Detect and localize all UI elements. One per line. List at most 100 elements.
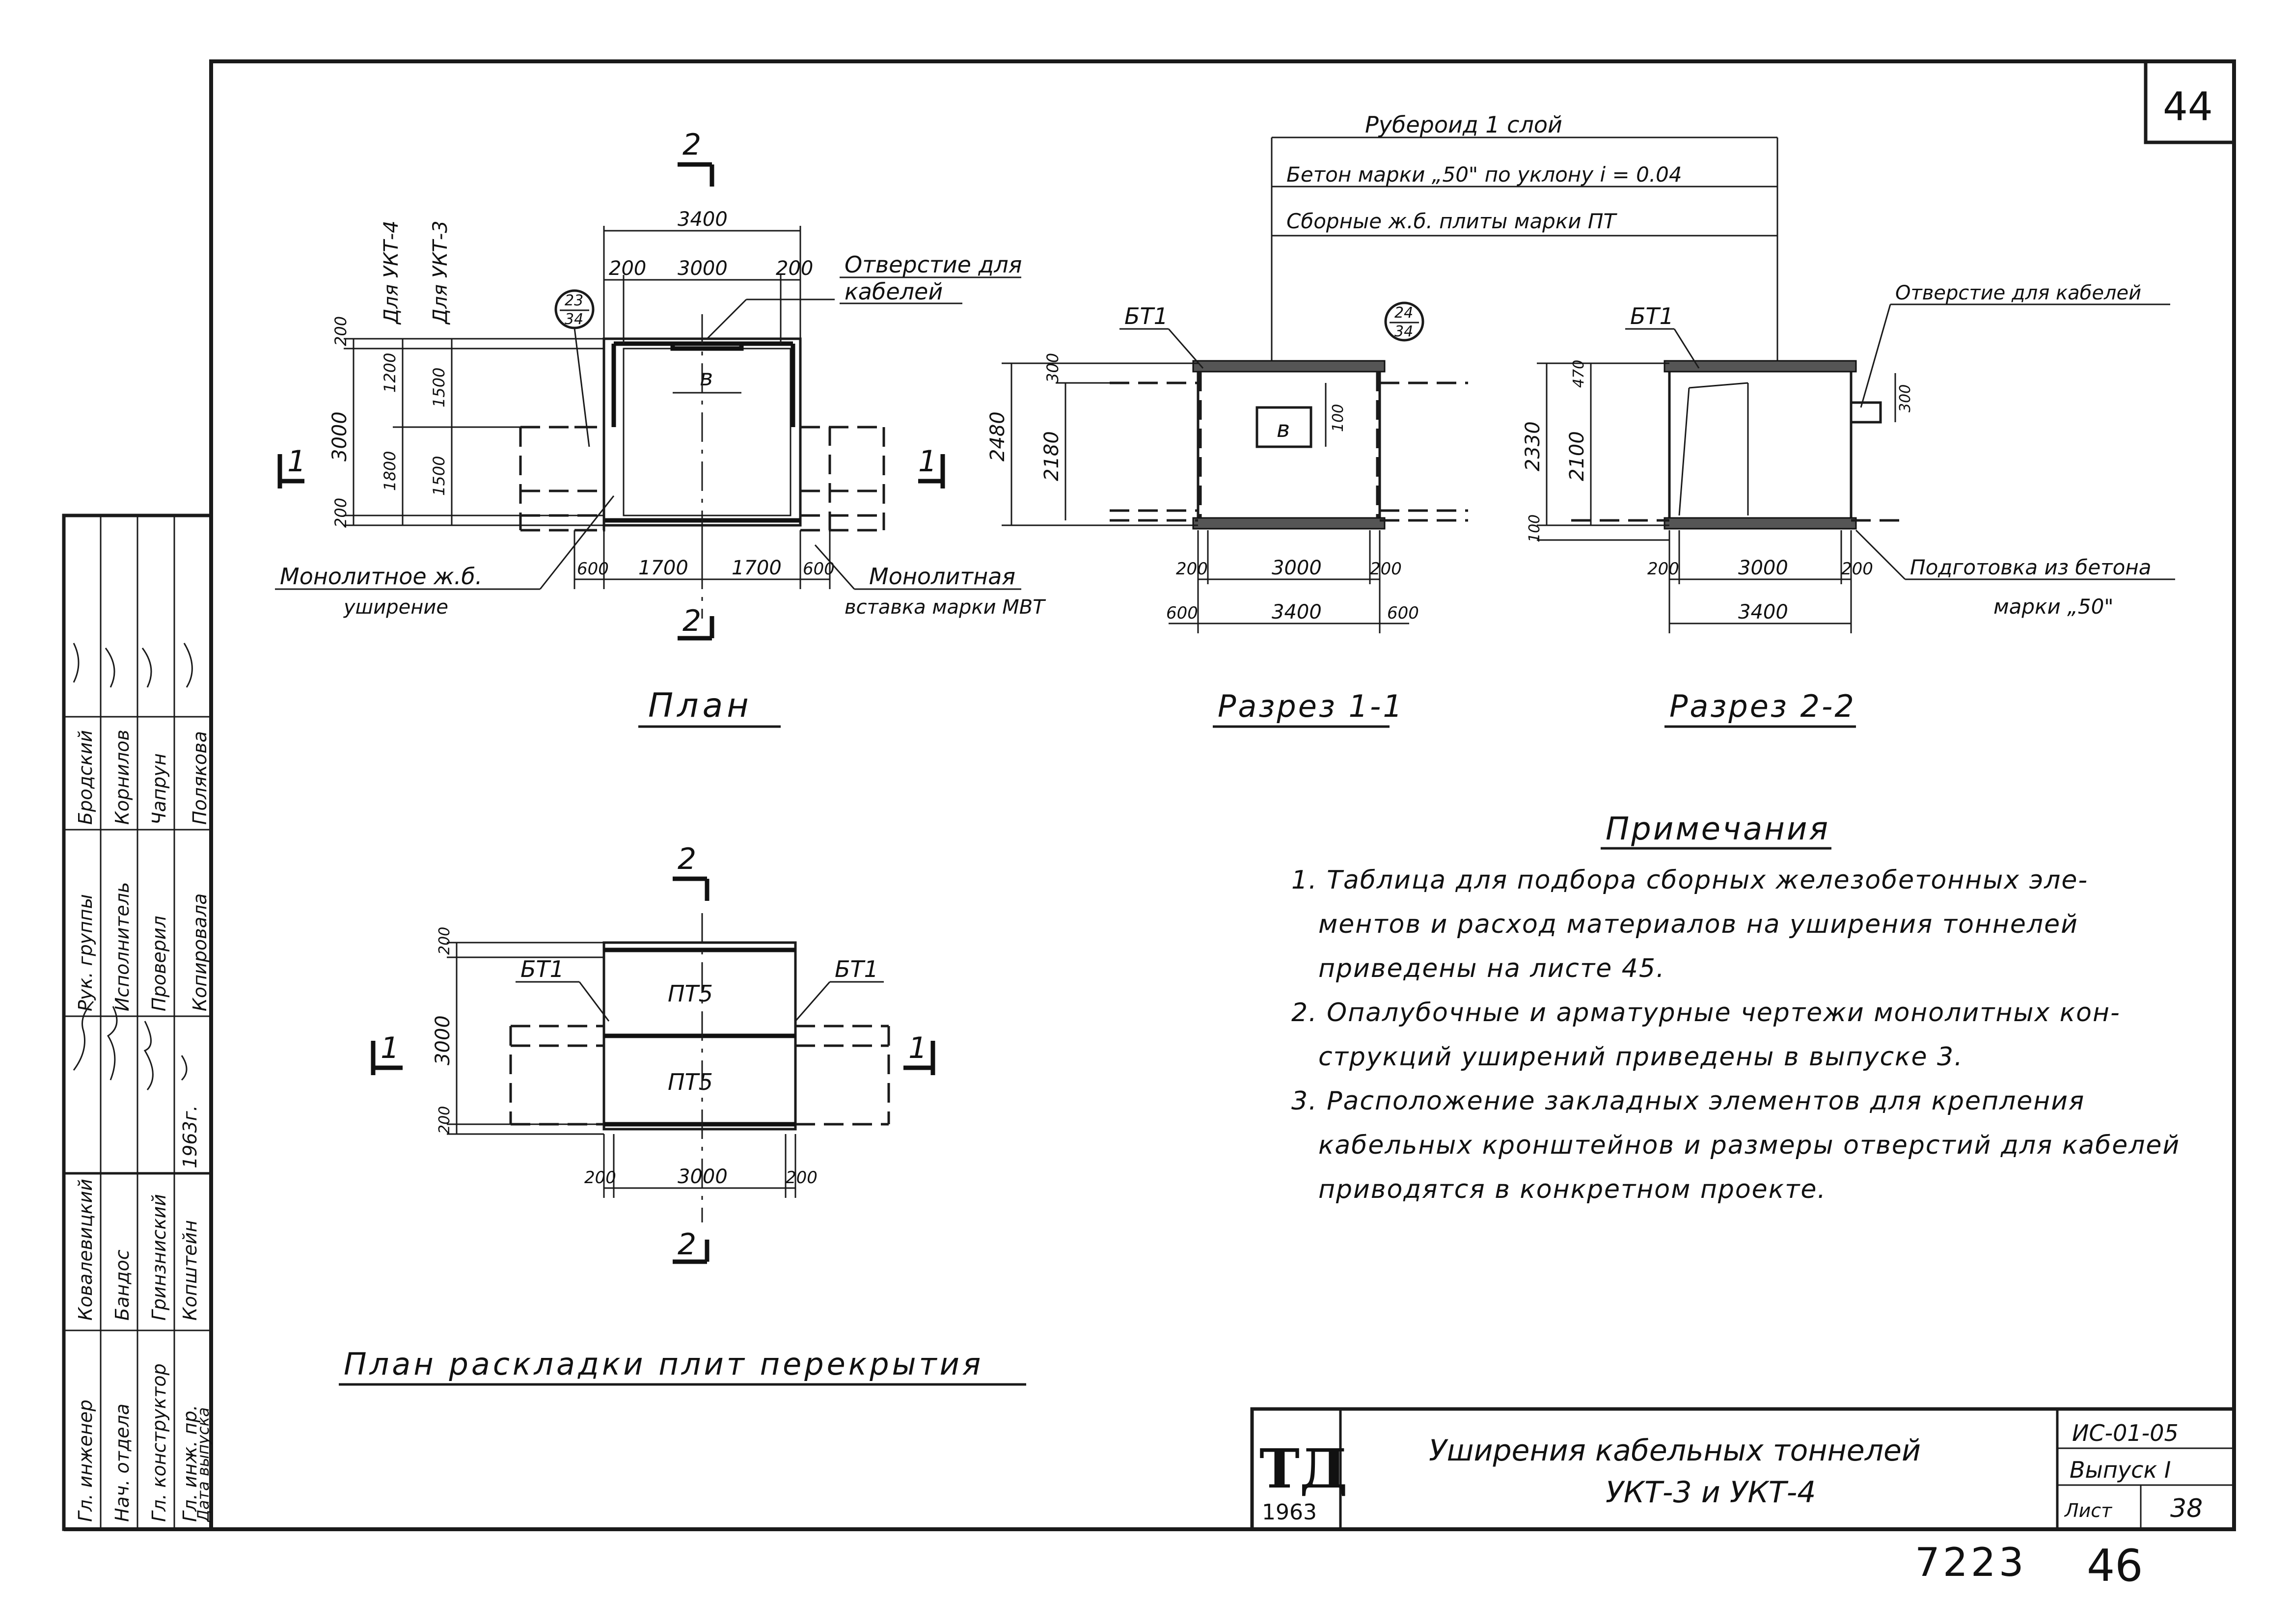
section-1-1: Рубероид 1 слой Бетон марки „50" по укло…	[986, 111, 1778, 728]
section11-title: Разрез 1-1	[1218, 688, 1404, 724]
tb-title-2: УКТ-3 и УКТ-4	[1606, 1475, 1816, 1510]
slab-dim-middle: 3000	[432, 1015, 454, 1065]
plan-dim-ukt4-lower: 1800	[381, 451, 399, 491]
note-1-line-1: 1. Таблица для подбора сборных железобет…	[1291, 866, 2088, 895]
plan-dim-bottom-wall: 200	[331, 498, 350, 528]
slab-section-top: 2	[678, 842, 696, 876]
plan-monolithic-left-2: уширение	[343, 596, 448, 619]
plan-dim-ukt3-lower: 1500	[430, 456, 448, 496]
plan-dim-top-wall: 200	[331, 316, 350, 346]
plan-dim-inner: 3000	[678, 257, 728, 280]
plan-dim-ukt4-upper: 1200	[381, 353, 399, 393]
section11-dim-inner: 2180	[1040, 431, 1063, 481]
stamp-row1-role2: Рук. группы	[75, 894, 96, 1011]
slab-dim-top: 200	[436, 927, 453, 955]
note-2-line-1: 2. Опалубочные и арматурные чертежи моно…	[1291, 998, 2121, 1028]
plan-view: в 3400 200 3000 200 Отверстие для кабеле…	[275, 128, 1046, 728]
plan-title: План	[648, 686, 753, 725]
section11-opening-label: в	[1277, 416, 1290, 442]
tb-sheet-label: Лист	[2064, 1500, 2113, 1521]
note-3-line-2: кабельных кронштейнов и размеры отверсти…	[1318, 1131, 2180, 1160]
section22-dim-inner-w: 3000	[1738, 557, 1788, 579]
section11-dim-outer-w: 3400	[1272, 601, 1322, 623]
section11-beam-label: БТ1	[1124, 303, 1168, 329]
plan-dim-bottom-right: 600	[803, 559, 835, 579]
stamp-row2-name: Бандос	[111, 1249, 133, 1321]
slab-plan-title: План раскладки плит перекрытия	[344, 1346, 983, 1382]
section22-opening-label: Отверстие для кабелей	[1895, 282, 2141, 304]
plan-label-ukt3: Для УКТ-3	[429, 220, 452, 325]
signature-scribble	[73, 643, 193, 1090]
roof-layer-2: Бетон марки „50" по уклону i = 0.04	[1286, 162, 1682, 187]
stamp-row1-role: Гл. инженер	[75, 1400, 96, 1522]
slab-beam-right: БТ1	[835, 956, 878, 982]
section-2-2: БТ1 Отверстие для кабелей 2330 2100 470 …	[1522, 282, 2175, 728]
section11-dim-right-600: 600	[1387, 603, 1419, 623]
section22-title: Разрез 2-2	[1669, 688, 1856, 724]
plan-section-right: 1	[918, 444, 937, 479]
plan-dim-left-wall: 200	[609, 257, 646, 280]
notes-block: Примечания 1. Таблица для подбора сборны…	[1291, 811, 2180, 1204]
tb-title-1: Уширения кабельных тоннелей	[1429, 1434, 1921, 1468]
plan-callout-bottom: 34	[565, 311, 583, 328]
stamp-row5-date: 1963г.	[179, 1105, 201, 1168]
slab-layout-plan: ПТ5 ПТ5 БТ1 БТ1 200 3000 200 200 3000 20…	[339, 842, 1026, 1386]
notes-title: Примечания	[1606, 811, 1830, 847]
sheet-corner-number: 44	[2163, 84, 2213, 130]
title-block: ТД 1963 Уширения кабельных тоннелей УКТ-…	[1250, 1407, 2236, 1531]
slab-section-right: 1	[908, 1031, 927, 1065]
section22-dim-opening-h: 300	[1897, 384, 1914, 412]
plan-opening-callout-2: кабелей	[845, 278, 943, 305]
tb-issue: Выпуск I	[2070, 1457, 2171, 1483]
section22-footing-1: Подготовка из бетона	[1910, 555, 2152, 579]
section22-dim-inner: 2100	[1566, 431, 1588, 481]
slab-top-label: ПТ5	[668, 980, 713, 1007]
note-1-line-2: ментов и расход материалов на уширения т…	[1318, 910, 2078, 939]
roof-layer-3: Сборные ж.б. плиты марки ПТ	[1286, 209, 1617, 233]
note-3-line-1: 3. Расположение закладных элементов для …	[1291, 1086, 2085, 1116]
section22-dim-base: 100	[1526, 514, 1543, 542]
section11-dim-opening-h: 100	[1330, 404, 1347, 432]
stamp-row2-role: Нач. отдела	[111, 1404, 133, 1522]
slab-section-bottom: 2	[678, 1227, 696, 1262]
tb-sheet-no: 38	[2170, 1494, 2203, 1523]
plan-monolithic-left-1: Монолитное ж.б.	[280, 563, 482, 590]
plan-dim-bottom-midright: 1700	[732, 557, 782, 579]
plan-dim-bottom-midleft: 1700	[638, 557, 688, 579]
tb-code: ИС-01-05	[2072, 1420, 2179, 1446]
section11-dim-outer: 2480	[986, 411, 1009, 461]
plan-opening-callout-1: Отверстие для	[845, 251, 1022, 278]
approval-stamp: Гл. инженер Ковалевицкий Рук. группы Бро…	[62, 514, 213, 1531]
section22-floor-slab	[1664, 517, 1857, 530]
slab-dim-right: 200	[786, 1168, 818, 1188]
plan-label-ukt4: Для УКТ-4	[380, 220, 403, 325]
slab-dim-bottom: 200	[436, 1106, 453, 1134]
section22-dim-top: 470	[1570, 360, 1587, 388]
section11-dim-inner-w: 3000	[1272, 557, 1322, 579]
slab-beam-left: БТ1	[520, 956, 564, 982]
slab-dim-left: 200	[584, 1168, 616, 1188]
stamp-row1-name2: Бродский	[75, 730, 96, 825]
section11-dim-right-wall: 200	[1370, 559, 1402, 579]
tb-logo-year: 1963	[1262, 1500, 1317, 1525]
stamp-row5-name2: Полякова	[189, 731, 211, 825]
section22-dim-outer-w: 3400	[1738, 601, 1788, 623]
section11-callout-top: 24	[1394, 304, 1413, 322]
plan-monolithic-right-2: вставка марки МВТ	[845, 596, 1046, 619]
plan-section-bottom: 2	[682, 604, 701, 638]
stamp-row4-name: Копштейн	[179, 1220, 201, 1321]
section11-detail-callout	[1384, 301, 1424, 342]
stamp-row3-role2: Проверил	[148, 916, 170, 1011]
section11-dim-top: 300	[1043, 353, 1062, 383]
stamp-row3-name: Гринзниский	[148, 1194, 170, 1321]
section22-dim-right-wall: 200	[1841, 559, 1873, 579]
plan-dim-right-wall: 200	[776, 257, 813, 280]
note-2-line-2: струкций уширений приведены в выпуске 3.	[1318, 1042, 1964, 1072]
plan-section-top: 2	[682, 128, 701, 162]
stamp-issue-date-label: Дата выпуска	[194, 1407, 213, 1523]
page-number: 46	[2087, 1540, 2143, 1592]
stamp-row1-name: Ковалевицкий	[75, 1179, 96, 1321]
note-1-line-3: приведены на листе 45.	[1318, 954, 1665, 983]
note-3-line-3: приводятся в конкретном проекте.	[1318, 1175, 1827, 1204]
